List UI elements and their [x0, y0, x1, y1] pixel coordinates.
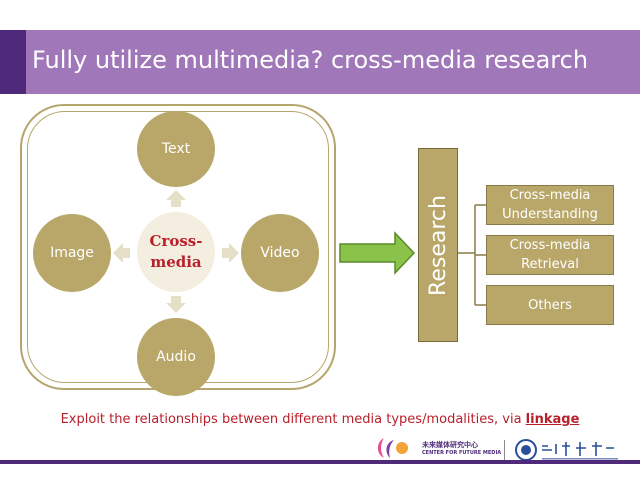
- logo-divider: [504, 440, 505, 460]
- big-green-arrow-icon: [339, 231, 416, 275]
- center-label-line1: Cross-: [149, 232, 203, 250]
- arrow-up-icon: [166, 190, 186, 207]
- node-audio: Audio: [137, 318, 215, 396]
- outcome-others-line1: Others: [528, 297, 572, 313]
- node-video: Video: [241, 214, 319, 292]
- outcome-understanding-line2: Understanding: [502, 207, 598, 222]
- center-label-line2: media: [150, 253, 202, 271]
- outcome-retrieval-line2: Retrieval: [521, 257, 579, 272]
- node-video-label: Video: [260, 245, 300, 261]
- node-audio-label: Audio: [156, 349, 196, 365]
- outcome-understanding-line1: Cross-media: [509, 188, 591, 203]
- cfm-logo-icon: [378, 438, 408, 458]
- outcome-retrieval-line1: Cross-media: [509, 238, 591, 253]
- caption: Exploit the relationships between differ…: [0, 412, 640, 427]
- node-image: Image: [33, 214, 111, 292]
- caption-text: Exploit the relationships between differ…: [60, 412, 526, 427]
- node-text-label: Text: [161, 141, 191, 157]
- outcome-bracket: [458, 204, 486, 306]
- arrow-right-icon: [222, 243, 239, 263]
- node-image-label: Image: [50, 245, 94, 261]
- title-bar: [0, 30, 640, 94]
- cross-media-center: Cross- media: [137, 212, 215, 292]
- research-box: Research: [418, 148, 458, 342]
- arrow-left-icon: [113, 243, 130, 263]
- outcome-others: Others: [486, 285, 614, 325]
- slide-title: Fully utilize multimedia? cross-media re…: [32, 46, 589, 74]
- cfm-logo-cn: 未來媒体研究中心: [422, 441, 478, 449]
- research-label: Research: [425, 194, 451, 296]
- uestc-logo-icon: [515, 439, 618, 461]
- outcome-retrieval: Cross-media Retrieval: [486, 235, 614, 275]
- title-accent: [0, 30, 26, 94]
- bottom-bar: [0, 460, 640, 464]
- cfm-logo-en: CENTER FOR FUTURE MEDIA: [422, 450, 502, 456]
- caption-linkage-link[interactable]: linkage: [525, 412, 580, 427]
- outcome-understanding: Cross-media Understanding: [486, 185, 614, 225]
- node-text: Text: [137, 111, 215, 187]
- arrow-down-icon: [166, 296, 186, 313]
